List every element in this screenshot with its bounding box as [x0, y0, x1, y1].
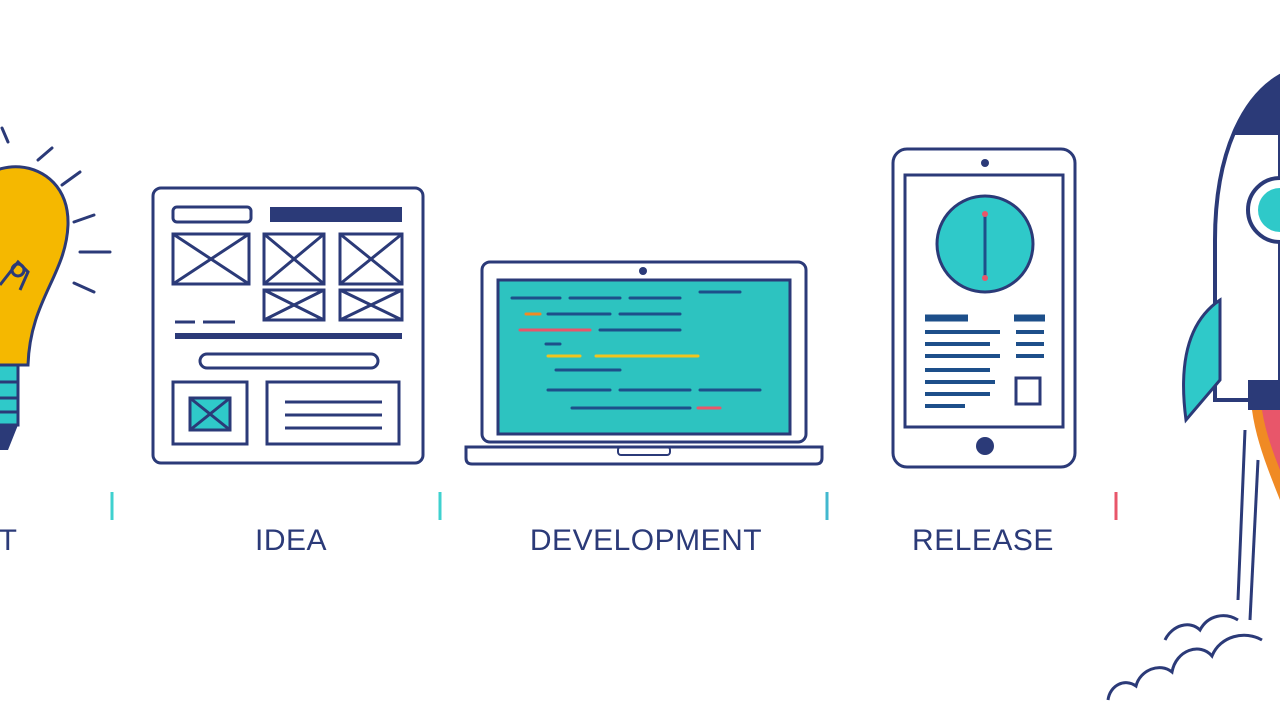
- stage-label-development: DEVELOPMENT: [529, 524, 763, 557]
- stage-label-idea: IDEA: [254, 524, 328, 557]
- timeline-axis: [0, 492, 1215, 520]
- wireframe-icon: [151, 186, 425, 465]
- laptop-icon: [464, 260, 824, 466]
- stage-label-concept: T: [0, 524, 18, 557]
- lightbulb-icon: [0, 126, 112, 450]
- rocket-icon: [1106, 73, 1280, 701]
- stage-label-release: RELEASE: [912, 524, 1054, 557]
- tablet-icon: [891, 147, 1077, 469]
